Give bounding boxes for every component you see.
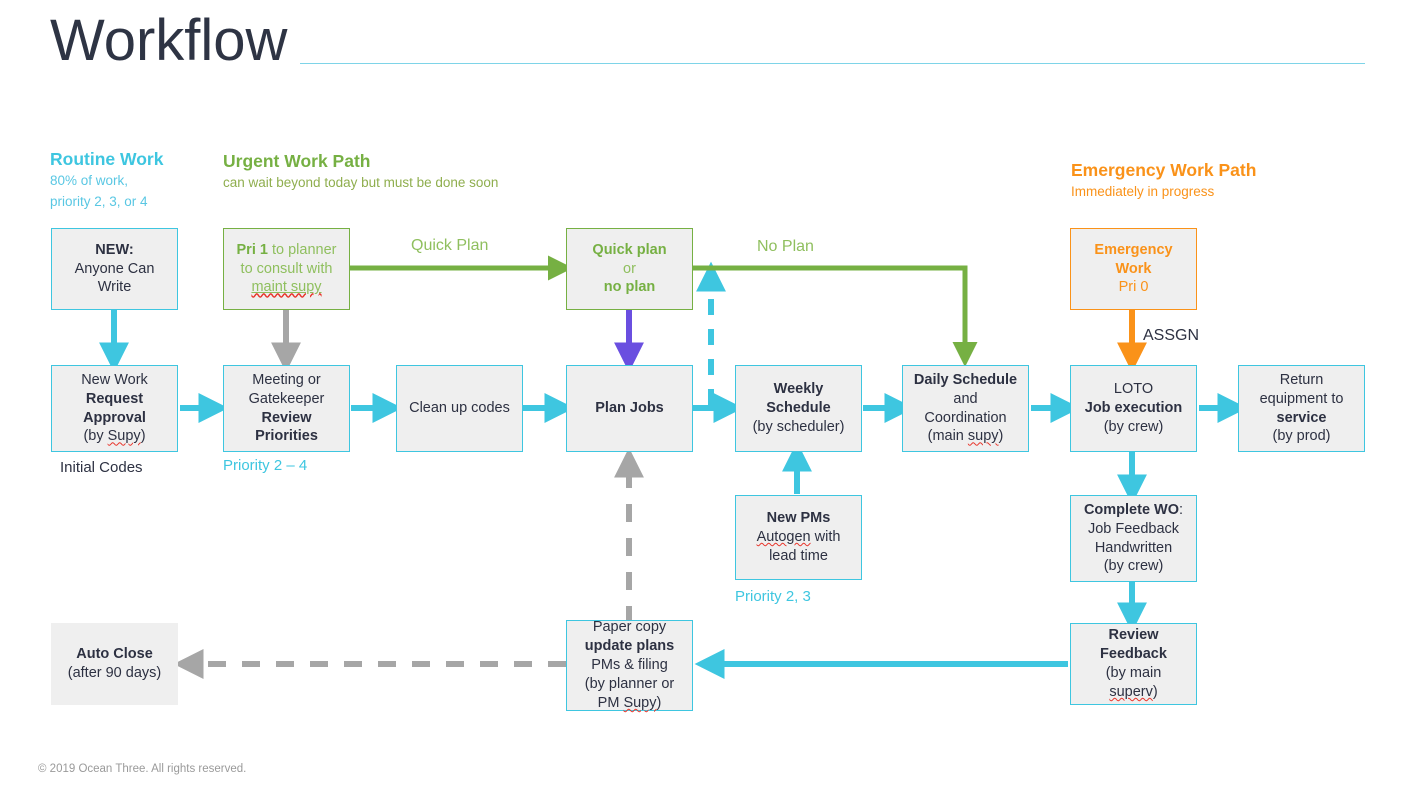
box-paper-copy-update-plans[interactable]: Paper copy update plans PMs & filing (by… — [566, 619, 693, 711]
legend-routine-title: Routine Work — [50, 149, 164, 169]
legend-routine-work: Routine Work 80% of work, priority 2, 3,… — [50, 149, 163, 213]
box-return-line-2: equipment to — [1259, 390, 1344, 407]
box-emergency-line-2: Work — [1115, 260, 1152, 277]
box-meeting-line-4: Priorities — [255, 428, 318, 445]
box-daily-schedule-coordination[interactable]: Daily Schedule and Coordination (main su… — [902, 365, 1029, 452]
box-loto-line-1: LOTO — [1113, 381, 1154, 398]
box-request-line-3: Approval — [83, 409, 146, 426]
box-autoclose-line-1: Auto Close — [76, 646, 153, 663]
box-request-line-4: (by Supy) — [83, 428, 146, 445]
box-papercopy-line-1: Paper copy — [592, 619, 667, 636]
box-reviewfb-line-1: Review — [1108, 627, 1159, 644]
box-meeting-line-2: Gatekeeper — [248, 390, 325, 407]
box-new-line-3: Write — [97, 279, 132, 296]
title-underline-rule — [300, 63, 1365, 64]
box-meeting-gatekeeper-review-priorities[interactable]: Meeting or Gatekeeper Review Priorities — [223, 365, 350, 452]
box-new[interactable]: NEW: Anyone Can Write — [51, 228, 178, 310]
box-loto-job-execution[interactable]: LOTO Job execution (by crew) — [1070, 365, 1197, 452]
box-quickplan-line-1: Quick plan — [592, 241, 667, 258]
legend-urgent-sub-1: can wait beyond today but must be done s… — [223, 174, 499, 190]
box-cleanup-line-1: Clean up codes — [409, 400, 510, 417]
box-emergency-line-1: Emergency — [1094, 241, 1173, 258]
legend-urgent-work-path: Urgent Work Path can wait beyond today b… — [223, 151, 498, 194]
box-new-work-request-approval[interactable]: New Work Request Approval (by Supy) — [51, 365, 178, 452]
path-label-no-plan: No Plan — [757, 238, 814, 255]
box-newpms-line-2: Autogen with — [756, 529, 841, 546]
box-return-line-4: (by prod) — [1272, 428, 1331, 445]
legend-emergency-sub-1: Immediately in progress — [1071, 183, 1215, 199]
box-papercopy-line-2: update plans — [584, 638, 675, 655]
box-review-feedback[interactable]: Review Feedback (by main superv) — [1070, 623, 1197, 705]
box-daily-line-3: Coordination — [924, 409, 1007, 426]
box-completewo-line-3: Handwritten — [1094, 539, 1173, 556]
page-title: Workflow — [50, 8, 288, 73]
box-pri1-line-1: Pri 1 to planner — [236, 241, 337, 258]
box-newpms-line-1: New PMs — [766, 510, 831, 527]
box-completewo-line-2: Job Feedback — [1087, 520, 1180, 537]
box-papercopy-line-4: (by planner or — [584, 675, 675, 692]
box-newpms-line-3: lead time — [769, 547, 828, 564]
box-quickplan-line-2: or — [623, 260, 636, 277]
box-emergency-line-3: Pri 0 — [1118, 279, 1149, 296]
box-completewo-line-4: (by crew) — [1103, 558, 1164, 575]
box-return-equipment-to-service[interactable]: Return equipment to service (by prod) — [1238, 365, 1365, 452]
box-loto-line-3: (by crew) — [1103, 418, 1164, 435]
caption-priority-2-4: Priority 2 – 4 — [223, 457, 308, 474]
box-weekly-line-3: (by scheduler) — [752, 418, 845, 435]
box-pri1-line-3: maint supy — [251, 279, 322, 296]
box-request-line-2: Request — [85, 390, 144, 407]
box-new-line-2: Anyone Can — [74, 260, 155, 277]
path-label-assgn: ASSGN — [1143, 327, 1200, 344]
box-new-line-1: NEW: — [95, 241, 134, 258]
box-daily-line-1: Daily Schedule — [913, 371, 1018, 388]
box-loto-line-2: Job execution — [1084, 400, 1183, 417]
box-auto-close[interactable]: Auto Close (after 90 days) — [51, 623, 178, 705]
box-weekly-line-2: Schedule — [766, 400, 831, 417]
box-meeting-line-1: Meeting or — [252, 371, 321, 388]
box-return-line-1: Return — [1279, 371, 1324, 388]
path-label-quick-plan: Quick Plan — [411, 237, 489, 254]
box-new-pms[interactable]: New PMs Autogen with lead time — [735, 495, 862, 580]
box-papercopy-line-3: PMs & filing — [591, 657, 668, 674]
box-quick-plan-or-no-plan[interactable]: Quick plan or no plan — [566, 228, 693, 310]
caption-priority-2-3: Priority 2, 3 — [735, 588, 811, 605]
legend-emergency-work-path: Emergency Work Path Immediately in progr… — [1071, 160, 1256, 203]
legend-routine-sub-2: priority 2, 3, or 4 — [50, 193, 148, 209]
legend-routine-sub-1: 80% of work, — [50, 172, 129, 188]
box-reviewfb-line-3: (by main — [1105, 665, 1162, 681]
box-daily-line-2: and — [953, 390, 978, 407]
arrow-quickplan-to-daily — [693, 265, 978, 368]
box-weekly-line-1: Weekly — [773, 381, 824, 398]
box-pri1-line-2: to consult with — [240, 260, 333, 277]
box-autoclose-line-2: (after 90 days) — [67, 665, 162, 681]
box-plan-jobs[interactable]: Plan Jobs — [566, 365, 693, 452]
box-complete-wo[interactable]: Complete WO: Job Feedback Handwritten (b… — [1070, 495, 1197, 582]
box-completewo-line-1: Complete WO: — [1083, 501, 1184, 518]
box-weekly-schedule[interactable]: Weekly Schedule (by scheduler) — [735, 365, 862, 452]
box-papercopy-line-5: PM Supy) — [597, 694, 662, 711]
box-reviewfb-line-2: Feedback — [1100, 646, 1167, 663]
box-return-line-3: service — [1276, 409, 1327, 426]
box-reviewfb-line-4: superv) — [1109, 683, 1158, 700]
legend-emergency-title: Emergency Work Path — [1071, 160, 1257, 180]
footer-copyright: © 2019 Ocean Three. All rights reserved. — [38, 763, 247, 775]
box-pri1-to-planner[interactable]: Pri 1 to planner to consult with maint s… — [223, 228, 350, 310]
box-quickplan-line-3: no plan — [603, 279, 656, 296]
box-clean-up-codes[interactable]: Clean up codes — [396, 365, 523, 452]
box-request-line-1: New Work — [81, 371, 148, 388]
box-planjobs-line-1: Plan Jobs — [595, 400, 664, 417]
legend-urgent-title: Urgent Work Path — [223, 151, 371, 171]
caption-initial-codes: Initial Codes — [60, 459, 143, 476]
box-emergency-work[interactable]: Emergency Work Pri 0 — [1070, 228, 1197, 310]
box-daily-line-4: (main supy) — [927, 428, 1004, 445]
box-meeting-line-3: Review — [261, 409, 312, 426]
